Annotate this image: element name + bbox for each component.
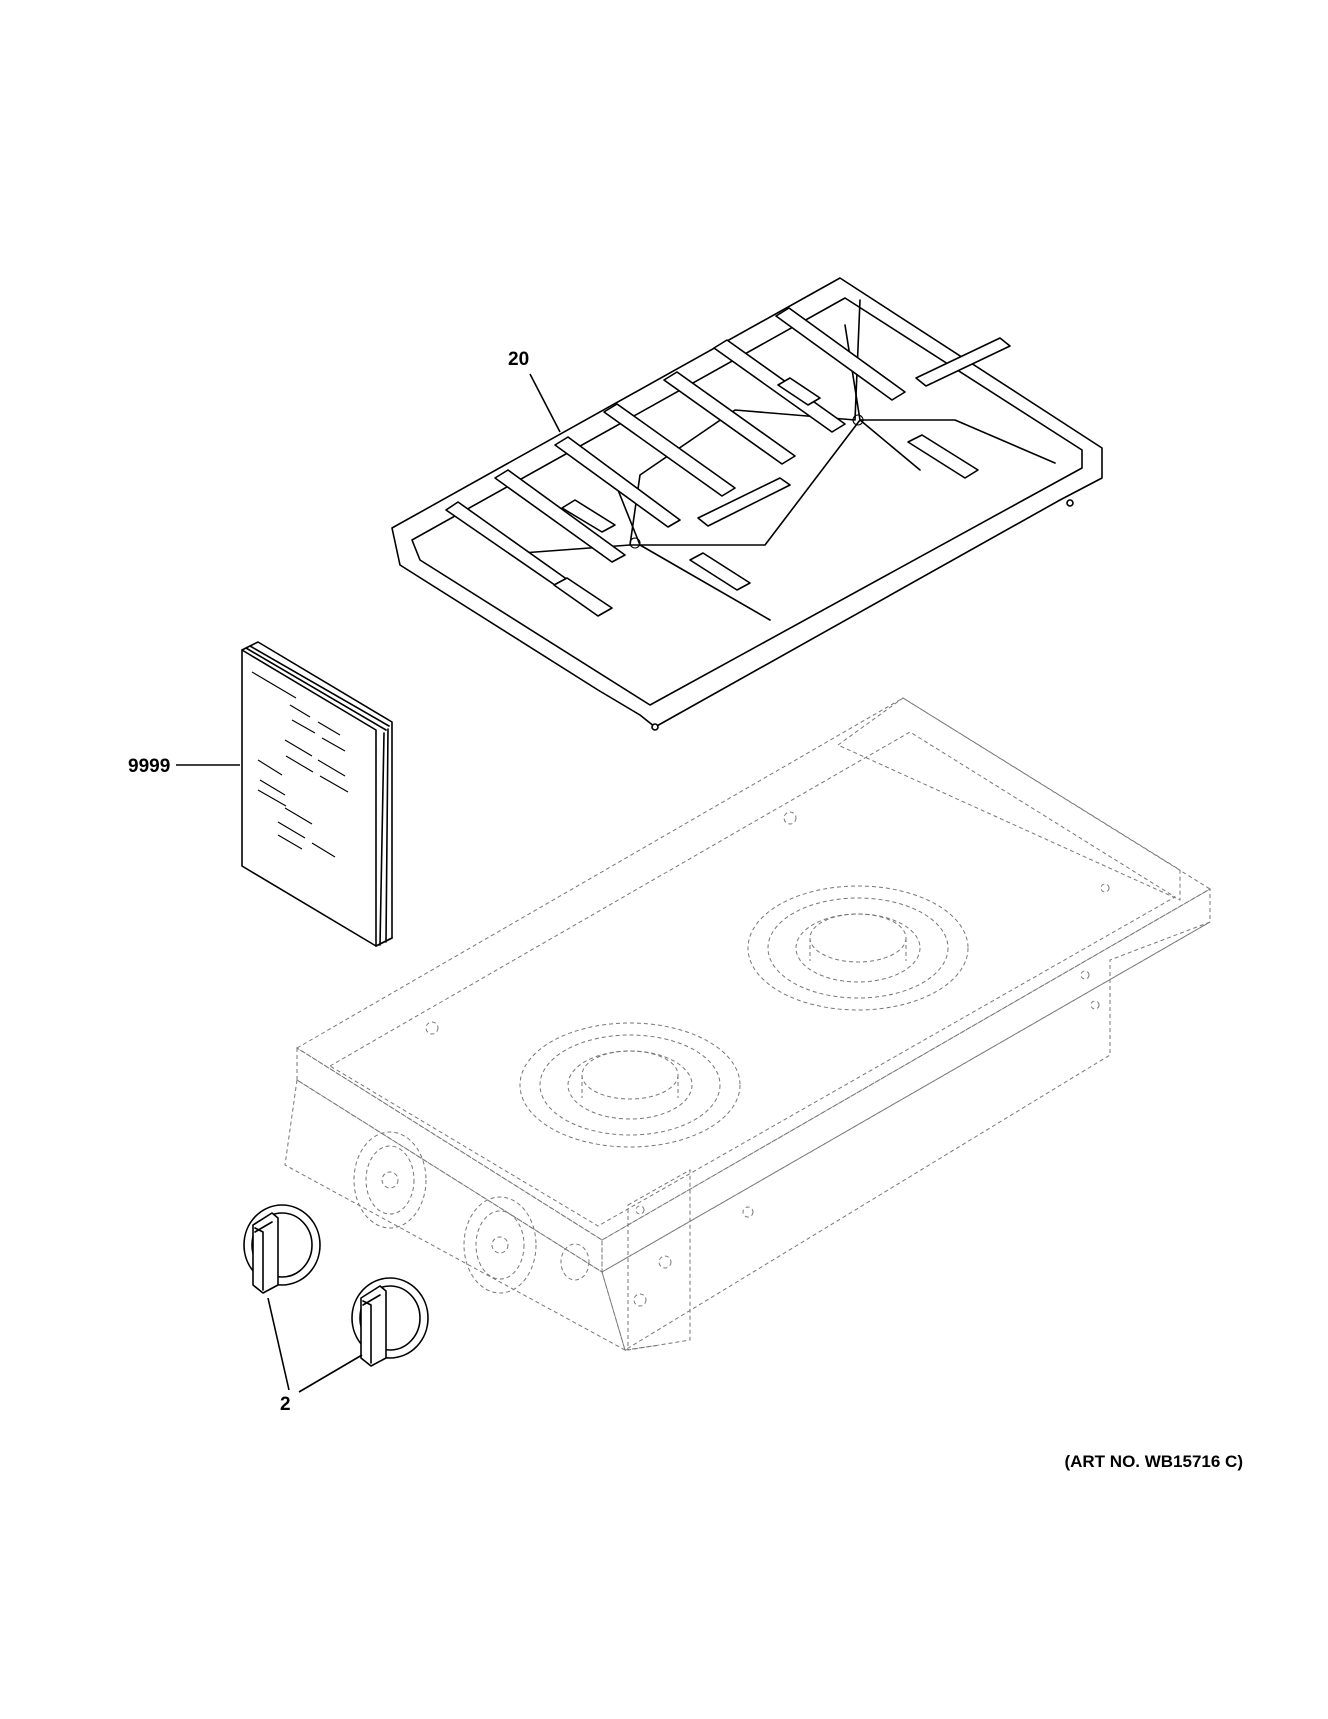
callout-label-knobs: 2 xyxy=(280,1394,291,1415)
art-number: (ART NO. WB15716 C) xyxy=(1064,1452,1243,1471)
cooktop-top-surface xyxy=(296,697,1211,1241)
callout-manual: 9999 xyxy=(128,756,240,777)
callout-label-manual: 9999 xyxy=(128,756,170,777)
control-knob xyxy=(243,1204,321,1294)
burner-grate xyxy=(391,277,1103,731)
burner-well-rear xyxy=(747,885,969,1011)
valve-bezel-left xyxy=(353,1131,427,1229)
control-knob xyxy=(351,1277,429,1367)
callout-label-grate: 20 xyxy=(508,349,529,370)
grate-fingers xyxy=(445,307,1011,617)
cooktop-body-side xyxy=(601,921,1211,1351)
cooktop-body xyxy=(284,697,1211,1352)
cooktop-front-rail xyxy=(296,1047,603,1273)
fasteners xyxy=(425,811,1110,1307)
grate-foot xyxy=(1066,499,1074,507)
leader-line xyxy=(529,373,561,433)
grate-foot xyxy=(651,723,659,731)
leader-line xyxy=(267,1297,290,1391)
callout-grate: 20 xyxy=(508,349,561,433)
cooktop-body-front xyxy=(284,1079,626,1352)
cooktop-inner-tray xyxy=(329,731,1176,1227)
valve-bezel-right xyxy=(463,1196,537,1294)
owner-manual xyxy=(241,641,393,947)
cooktop-end-panel xyxy=(627,1169,691,1351)
leader-line xyxy=(298,1354,363,1393)
burner-well-front xyxy=(519,1022,741,1148)
cooktop-back-riser xyxy=(837,697,1181,901)
callout-knobs: 2 xyxy=(267,1297,363,1415)
igniter-switch xyxy=(560,1243,590,1281)
manual-text-lines xyxy=(251,671,349,858)
grate-frame-inner xyxy=(411,297,1083,706)
manual-cover xyxy=(241,649,377,947)
